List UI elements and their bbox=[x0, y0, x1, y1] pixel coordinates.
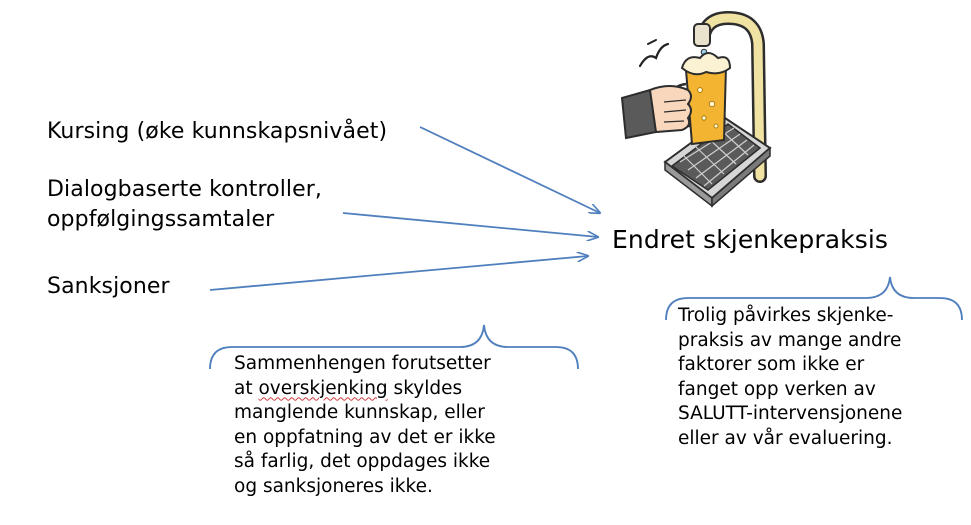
source-dialog-label: Dialogbaserte kontroller, oppfølgingssam… bbox=[47, 175, 322, 235]
arrow-sanksjoner-to-target bbox=[209, 256, 588, 291]
source-kursing-text: Kursing (øke kunnskapsnivået) bbox=[47, 119, 388, 144]
note-right-line-2: praksis av mange andre bbox=[678, 329, 902, 351]
note-right-line-1: Trolig påvirkes skjenke- bbox=[678, 305, 894, 326]
brace-right-note bbox=[665, 276, 963, 321]
note-left-line-2: at overskjenking skyldes bbox=[234, 377, 496, 402]
arrow-dialog-to-target bbox=[342, 212, 598, 237]
arrow-kursing-to-target bbox=[419, 126, 600, 213]
note-right-line-3: faktorer som ikke er bbox=[678, 354, 865, 376]
caveat-note: Trolig påvirkes skjenke- praksis av mang… bbox=[678, 304, 902, 452]
assumption-note: Sammenhengen forutsetter at overskjenkin… bbox=[234, 352, 496, 500]
source-dialog-line-1: Dialogbaserte kontroller, bbox=[47, 177, 323, 202]
target-text: Endret skjenkepraksis bbox=[612, 225, 889, 254]
note-right-line-5: SALUTT-intervensjonene bbox=[678, 403, 903, 425]
note-left-line-2-prefix: at bbox=[234, 377, 259, 399]
note-left-line-5: så farlig, det oppdages ikke bbox=[234, 451, 491, 473]
note-right-line-4: fanget opp verken av bbox=[678, 378, 876, 400]
brace-left-note bbox=[209, 324, 579, 370]
note-left-line-2-suffix: skyldes bbox=[387, 377, 463, 399]
spellcheck-flagged-word: overskjenking bbox=[258, 377, 388, 399]
source-kursing-label: Kursing (øke kunnskapsnivået) bbox=[47, 117, 387, 147]
note-left-line-4: en oppfatning av det er ikke bbox=[234, 426, 496, 448]
source-dialog-line-2: oppfølgingssamtaler bbox=[47, 207, 275, 232]
source-sanksjoner-label: Sanksjoner bbox=[47, 272, 170, 302]
note-right-line-6: eller av vår evaluering. bbox=[678, 427, 893, 449]
note-left-line-6: og sanksjoneres ikke. bbox=[234, 475, 433, 497]
source-sanksjoner-text: Sanksjoner bbox=[47, 274, 170, 299]
note-left-line-3: manglende kunnskap, eller bbox=[234, 402, 485, 424]
target-label: Endret skjenkepraksis bbox=[612, 223, 888, 257]
note-left-line-1: Sammenhengen forutsetter bbox=[234, 353, 491, 374]
